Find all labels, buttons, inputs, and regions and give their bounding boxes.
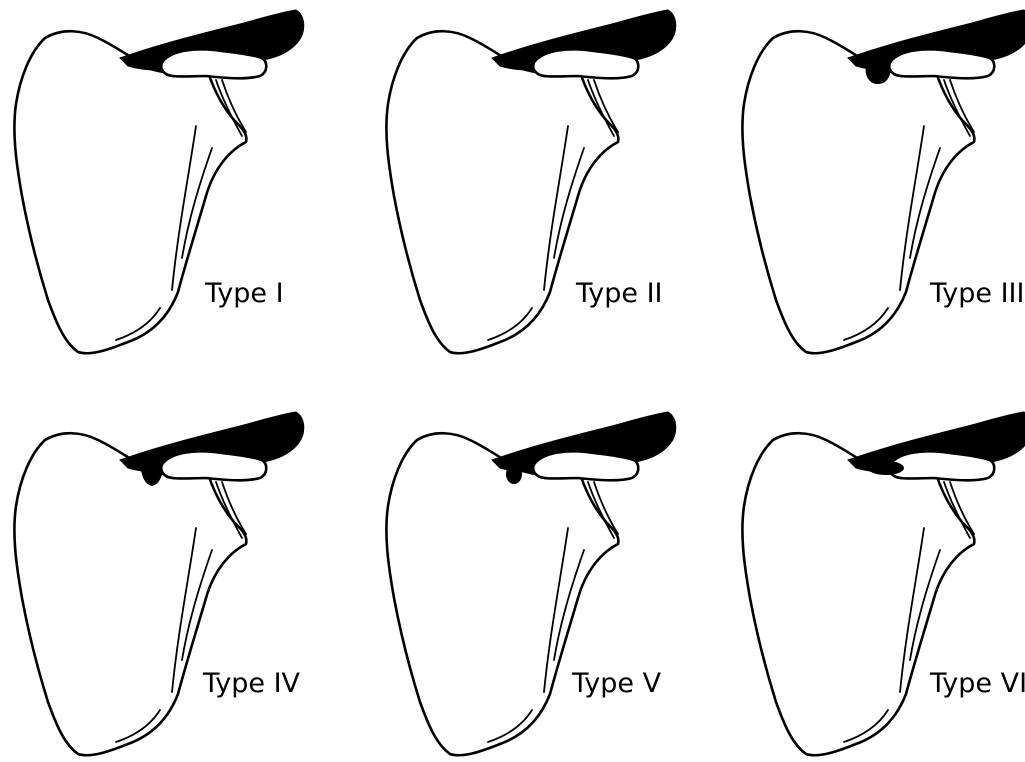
suprascapular-foramen: [506, 464, 522, 484]
panel-type-iii: Type III: [742, 10, 1025, 353]
panel-type-ii: Type II: [386, 10, 675, 353]
panel-type-vi: Type VI: [742, 412, 1025, 755]
suprascapular-foramen: [868, 461, 904, 475]
type-label: Type IV: [202, 668, 301, 699]
type-label: Type VI: [929, 668, 1025, 699]
panel-type-v: Type V: [386, 412, 675, 755]
panel-type-iv: Type IV: [14, 412, 303, 755]
type-label: Type V: [571, 668, 662, 699]
type-label: Type I: [204, 278, 284, 309]
panel-type-i: Type I: [14, 10, 303, 353]
type-label: Type II: [575, 278, 663, 309]
type-label: Type III: [929, 278, 1025, 309]
